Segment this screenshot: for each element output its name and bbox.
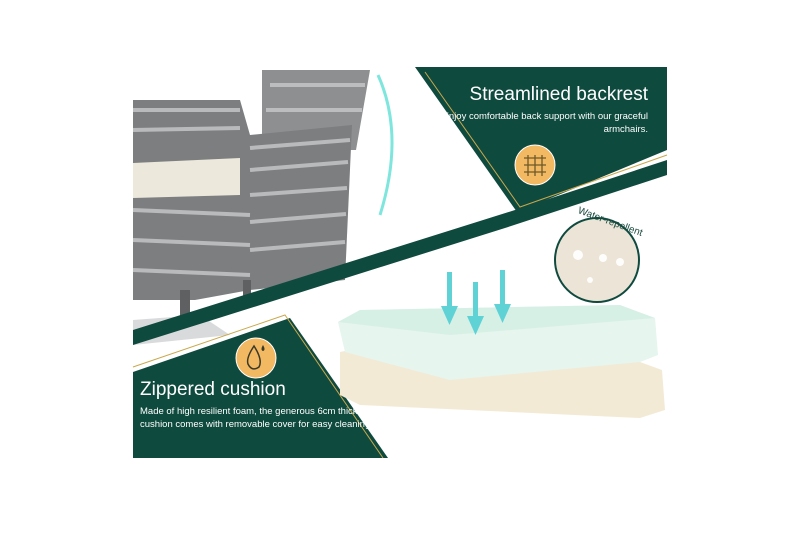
water-repellent-swatch (554, 217, 640, 303)
water-drop-icon (235, 337, 277, 379)
diagonal-band (133, 160, 667, 345)
feature-title: Streamlined backrest (469, 84, 648, 105)
gold-border-line (424, 71, 668, 208)
cushion-image (338, 270, 665, 418)
rattan-chair-image (132, 67, 393, 345)
top-green-panel (415, 67, 667, 212)
arrow-down-icon (441, 270, 511, 335)
bottom-green-panel (133, 318, 388, 458)
feature-description: Made of high resilient foam, the generou… (140, 406, 373, 430)
decorative-arc (376, 74, 394, 216)
feature-title: Zippered cushion (140, 379, 286, 400)
weave-icon (514, 144, 556, 186)
gold-border-line (132, 314, 384, 459)
feature-description: Enjoy comfortable back support with our … (442, 111, 648, 135)
